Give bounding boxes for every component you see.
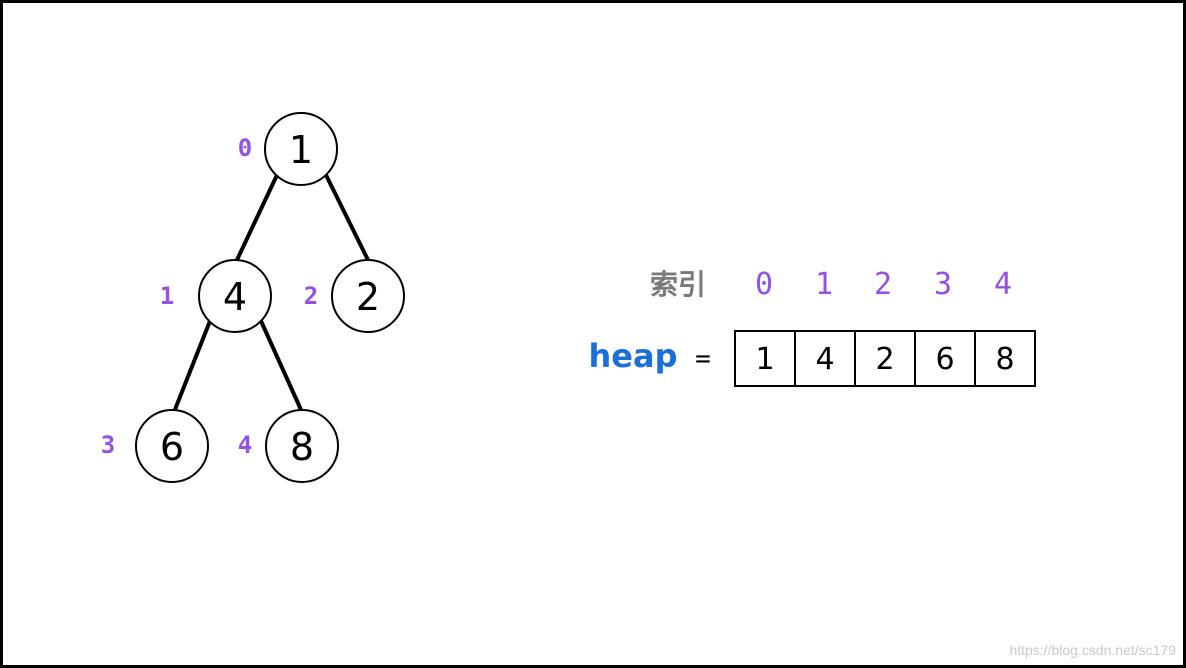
tree-node-0: 1 0	[238, 112, 338, 186]
heap-array-row: heap = 1 4 2 6 8	[589, 330, 1036, 387]
tree-node-value: 8	[290, 425, 314, 469]
tree-node-index: 3	[101, 431, 115, 459]
tree-node-value: 1	[289, 128, 313, 172]
equals-sign: =	[695, 344, 711, 374]
array-cell: 4	[794, 330, 856, 387]
array-cell-value: 4	[815, 342, 834, 377]
tree-edges	[172, 173, 371, 414]
tree-node-circle	[265, 409, 339, 483]
array-cell: 8	[974, 330, 1036, 387]
tree-node-circle	[331, 259, 405, 333]
array-index-label: 2	[874, 267, 892, 302]
tree-node-value: 6	[160, 425, 184, 469]
tree-node-index: 2	[304, 282, 318, 310]
array-cell-value: 8	[995, 342, 1014, 377]
array-index-row: 索引 0 1 2 3 4	[650, 267, 1012, 302]
array-index-label: 0	[755, 267, 773, 302]
tree-edge-1-4	[259, 319, 304, 414]
tree-edge-0-1	[234, 173, 279, 264]
tree-node-index: 0	[238, 134, 252, 162]
array-cell-box	[914, 330, 976, 387]
array-index-label: 4	[994, 267, 1012, 302]
array-cell: 1	[734, 330, 796, 387]
tree-node-index: 4	[238, 431, 252, 459]
tree-node-index: 1	[160, 282, 174, 310]
tree-node-value: 2	[356, 275, 380, 319]
array-cell-value: 6	[935, 342, 954, 377]
heap-name-label: heap	[589, 337, 678, 375]
tree-node-3: 6 3	[101, 409, 209, 483]
tree-node-circle	[264, 112, 338, 186]
array-cell-box	[794, 330, 856, 387]
array-index-label: 1	[815, 267, 833, 302]
array-cell: 2	[854, 330, 916, 387]
tree-node-2: 2 2	[304, 259, 405, 333]
array-index-label: 3	[934, 267, 952, 302]
array-cell: 6	[914, 330, 976, 387]
tree-node-1: 4 1	[160, 259, 272, 333]
tree-edge-1-3	[172, 319, 212, 414]
index-caption: 索引	[650, 268, 706, 301]
tree-node-circle	[135, 409, 209, 483]
watermark-text: https://blog.csdn.net/sc179	[1009, 642, 1176, 658]
tree-edge-0-2	[324, 173, 371, 264]
array-cell-value: 2	[875, 342, 894, 377]
array-cell-box	[734, 330, 796, 387]
array-cell-box	[974, 330, 1036, 387]
tree-node-value: 4	[223, 275, 247, 319]
array-cell-box	[854, 330, 916, 387]
tree-node-circle	[198, 259, 272, 333]
tree-node-4: 8 4	[238, 409, 339, 483]
array-cell-value: 1	[755, 342, 774, 377]
